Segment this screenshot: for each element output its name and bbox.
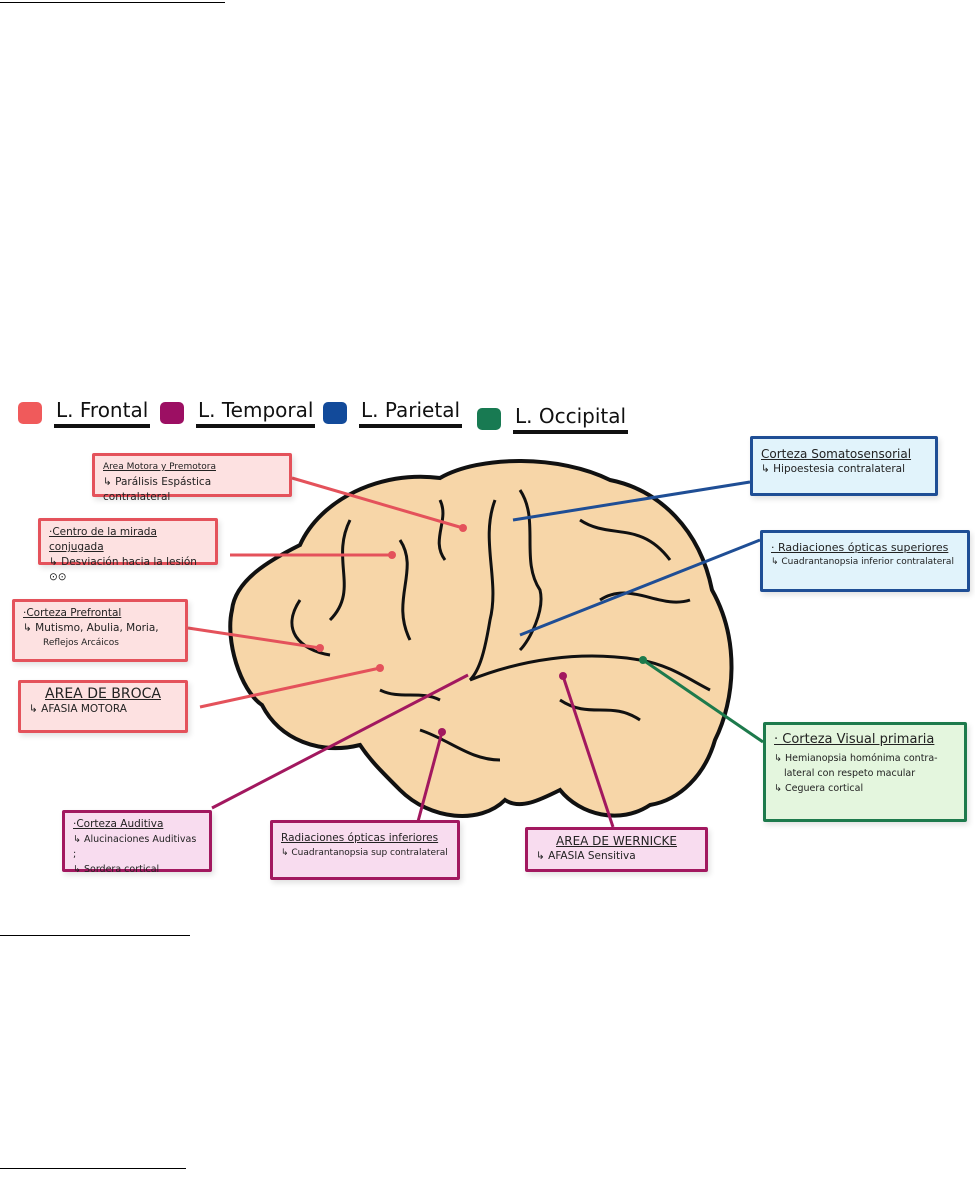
box-radiaciones-superiores: · Radiaciones ópticas superiores ↳ Cuadr… <box>760 530 970 592</box>
brain-outline <box>228 459 734 818</box>
box-area-wernicke: AREA DE WERNICKE ↳ AFASIA Sensitiva <box>525 827 708 872</box>
box-text: ↳ AFASIA Sensitiva <box>536 850 636 862</box>
box-corteza-auditiva: ·Corteza Auditiva ↳ Alucinaciones Auditi… <box>62 810 212 875</box>
legend-frontal: L. Frontal <box>18 398 151 428</box>
legend-label: L. Frontal <box>54 398 151 428</box>
box-centro-mirada: ·Centro de la mirada conjugada ↳ Desviac… <box>38 518 218 583</box>
box-title: AREA DE WERNICKE <box>556 834 677 848</box>
blank-underline-middle <box>0 935 190 936</box>
box-corteza-somatosensorial: Corteza Somatosensorial ↳ Hipoestesia co… <box>750 436 938 496</box>
frontal-swatch <box>18 402 42 424</box>
box-text: lateral con respeto macular <box>784 768 916 779</box>
occipital-swatch <box>477 408 501 430</box>
box-title: ·Corteza Prefrontal <box>23 607 122 619</box>
blank-underline-top <box>0 2 225 3</box>
box-title: · Corteza Visual primaria <box>774 732 935 747</box>
box-title: ·Corteza Auditiva <box>73 818 164 830</box>
box-text: ↳ Parálisis Espástica contralateral <box>103 476 212 503</box>
temporal-swatch <box>160 402 184 424</box>
box-text: Reflejos Arcáicos <box>43 638 119 648</box>
box-title: Radiaciones ópticas inferiores <box>281 832 439 844</box>
box-text: ↳ Alucinaciones Auditivas ; <box>73 834 197 860</box>
box-area-motora: Area Motora y Premotora ↳ Parálisis Espá… <box>92 453 292 503</box>
connector-dots <box>316 524 647 736</box>
box-text: ↳ Hemianopsia homónima contra- <box>774 753 938 764</box>
box-text: ↳ Mutismo, Abulia, Moria, <box>23 622 159 634</box>
legend-occipital: L. Occipital <box>477 404 629 434</box>
legend-label: L. Temporal <box>196 398 316 428</box>
connector-lines <box>187 476 764 871</box>
box-text: ↳ Cuadrantanopsia inferior contralateral <box>771 557 954 567</box>
box-text: ↳ Sordera cortical <box>73 864 160 875</box>
legend-label: L. Parietal <box>359 398 463 428</box>
box-text: ↳ Ceguera cortical <box>774 783 864 794</box>
box-text: ↳ Hipoestesia contralateral <box>761 463 906 475</box>
box-area-broca: AREA DE BROCA ↳ AFASIA MOTORA <box>18 680 188 733</box>
box-title: Corteza Somatosensorial <box>761 447 912 461</box>
parietal-swatch <box>323 402 347 424</box>
box-title: · Radiaciones ópticas superiores <box>771 541 949 554</box>
box-text: ↳ AFASIA MOTORA <box>29 703 127 715</box>
blank-underline-bottom <box>0 1168 186 1169</box>
legend-parietal: L. Parietal <box>323 398 463 428</box>
box-title: ·Centro de la mirada conjugada <box>49 526 157 553</box>
box-corteza-prefrontal: ·Corteza Prefrontal ↳ Mutismo, Abulia, M… <box>12 599 188 662</box>
box-radiaciones-inferiores: Radiaciones ópticas inferiores ↳ Cuadran… <box>270 820 460 880</box>
box-corteza-visual: · Corteza Visual primaria ↳ Hemianopsia … <box>763 722 967 822</box>
legend-label: L. Occipital <box>513 404 629 434</box>
box-text: ↳ Cuadrantanopsia sup contralateral <box>281 848 448 858</box>
legend-temporal: L. Temporal <box>160 398 316 428</box>
brain-sulci <box>290 489 711 762</box>
box-title: Area Motora y Premotora <box>103 462 216 472</box>
box-title: AREA DE BROCA <box>45 686 161 702</box>
box-text: ↳ Desviación hacia la lesión ⊙⊙ <box>49 556 197 583</box>
